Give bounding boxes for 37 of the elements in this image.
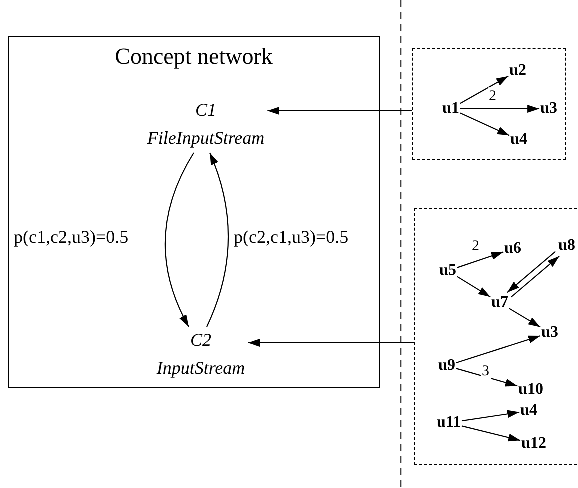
edge-label: 3	[481, 362, 490, 382]
node-label: u11	[437, 414, 461, 432]
arrow	[457, 276, 491, 298]
node-label: u8	[558, 237, 576, 255]
node-label: u5	[440, 262, 456, 280]
concept-label: C1	[195, 99, 216, 121]
arrow	[460, 76, 509, 104]
arrow	[164, 152, 194, 328]
node-label: u7	[492, 294, 508, 312]
arrow	[248, 339, 414, 347]
concept-network-box	[8, 36, 380, 388]
arrow	[457, 252, 504, 268]
class-name-label: InputStream	[156, 357, 246, 379]
arrow	[462, 410, 520, 422]
node-label: u6	[504, 240, 522, 258]
node-label: u1	[442, 100, 460, 118]
node-label: u4	[510, 131, 528, 149]
arrow	[268, 107, 412, 115]
node-label: u3	[540, 100, 558, 118]
arrow	[456, 336, 541, 364]
node-label: u9	[438, 357, 456, 375]
edge-label: p(c1,c2,u3)=0.5	[14, 226, 129, 248]
node-label: u2	[510, 62, 526, 80]
arrow	[460, 105, 540, 113]
arrow	[206, 152, 230, 328]
node-label: u10	[518, 381, 544, 399]
node-label: u12	[522, 435, 546, 453]
edge-label: p(c2,c1,u3)=0.5	[234, 226, 349, 248]
class-name-label: FileInputStream	[147, 127, 265, 149]
node-label: u4	[520, 402, 538, 420]
arrow	[509, 308, 541, 328]
arrow	[456, 368, 518, 387]
arrow	[460, 112, 510, 136]
box-title: Concept network	[115, 43, 273, 71]
arrow	[462, 426, 521, 442]
node-label: u3	[542, 324, 558, 342]
concept-label: C2	[190, 329, 212, 351]
